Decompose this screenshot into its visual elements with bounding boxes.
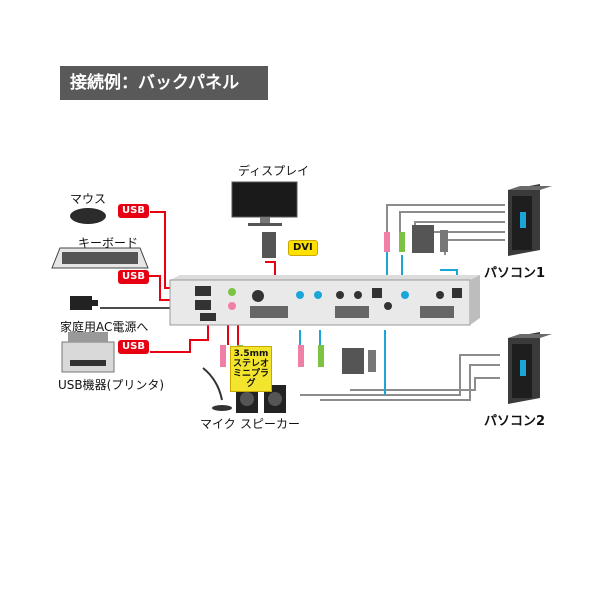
pc1-tower	[508, 184, 552, 256]
pc2-tower	[508, 332, 552, 404]
usb-tag-printer: USB	[118, 340, 149, 354]
stereo-miniplug-tag: 3.5mm ステレオ ミニプラグ	[230, 346, 272, 392]
usb-device-label: USB機器(プリンタ)	[58, 378, 164, 392]
power-adapter	[70, 296, 98, 310]
page-title: 接続例：バックパネル	[60, 66, 268, 100]
speakers	[236, 385, 286, 413]
usb-tag-keyboard: USB	[118, 270, 149, 284]
mouse	[70, 208, 106, 224]
pc1-label: パソコン1	[484, 266, 546, 281]
pc2-label: パソコン2	[484, 414, 546, 429]
power-label: 家庭用AC電源へ	[60, 320, 149, 334]
mouse-label: マウス	[70, 192, 107, 206]
speaker-label: スピーカー	[240, 417, 301, 431]
keyboard	[51, 247, 149, 269]
usb-tag-mouse: USB	[118, 204, 149, 218]
keyboard-label: キーボード	[78, 236, 139, 250]
dvi-connectors	[342, 225, 448, 374]
display-monitor	[231, 181, 298, 258]
pc2-cables	[300, 354, 500, 401]
mic-label: マイク	[200, 417, 236, 431]
display-label: ディスプレイ	[238, 164, 310, 178]
kvm-switch	[169, 275, 480, 326]
microphone	[202, 367, 232, 411]
dvi-tag: DVI	[288, 240, 318, 256]
printer	[61, 332, 115, 373]
